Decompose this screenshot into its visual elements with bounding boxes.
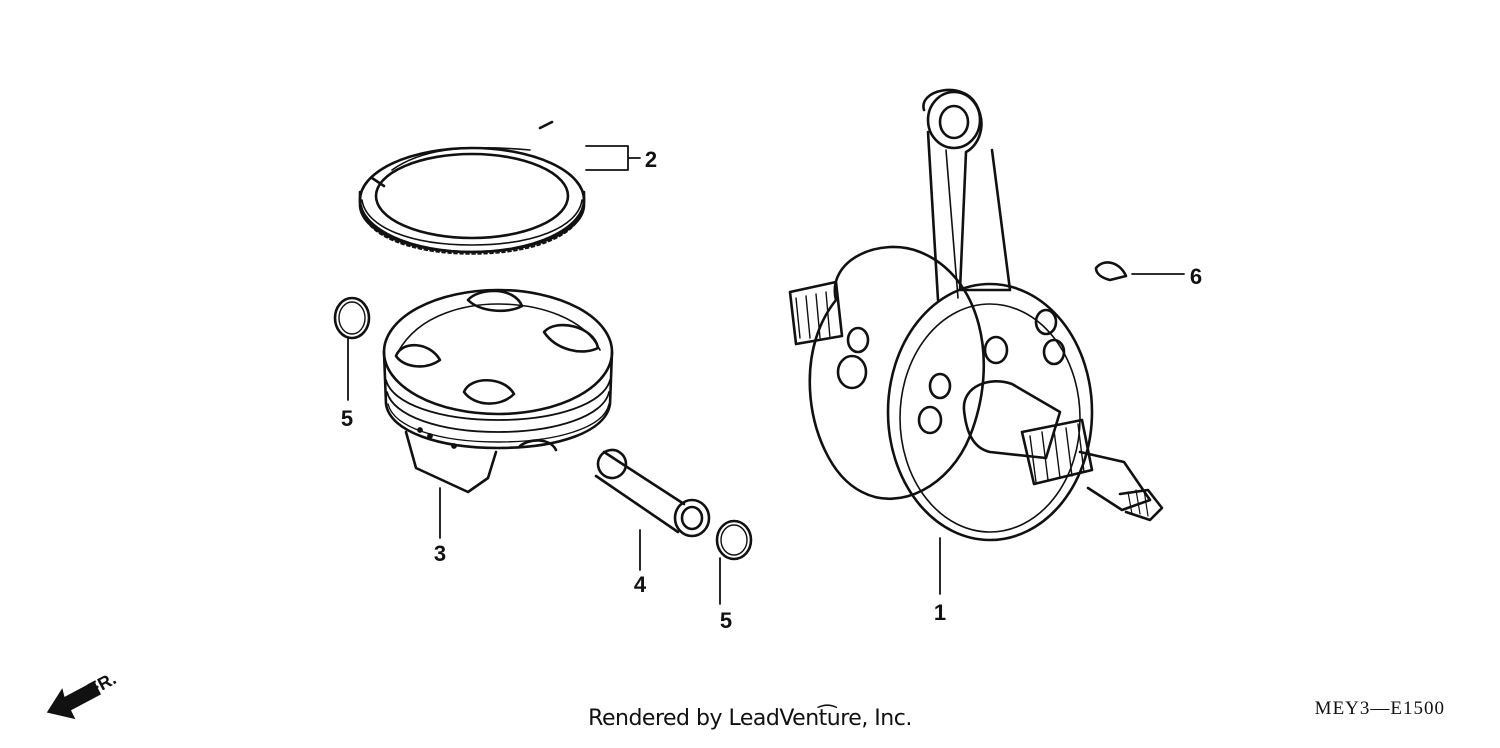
leader-lines	[347, 145, 1185, 605]
diagram-code: MEY3—E1500	[1314, 698, 1445, 719]
callout-pin-clip-right: 5	[720, 608, 732, 633]
callout-piston-pin: 4	[634, 572, 647, 597]
piston-ring-set[interactable]	[358, 120, 586, 255]
crankshaft[interactable]	[788, 88, 1164, 542]
piston-pin[interactable]	[593, 445, 711, 538]
callout-crankshaft: 1	[934, 600, 946, 625]
piston-pin-clip-left[interactable]	[333, 296, 371, 340]
callout-piston: 3	[434, 541, 446, 566]
callout-pin-clip-left: 5	[341, 406, 353, 431]
callout-woodruff-key: 6	[1190, 264, 1202, 289]
piston-pin-clip-right[interactable]	[715, 519, 753, 561]
piston[interactable]	[382, 288, 614, 494]
render-credit: Rendered by LeadVent͡ure, Inc.	[588, 706, 912, 731]
callout-piston-ring-set: 2	[645, 147, 657, 172]
woodruff-key[interactable]	[1094, 261, 1128, 282]
